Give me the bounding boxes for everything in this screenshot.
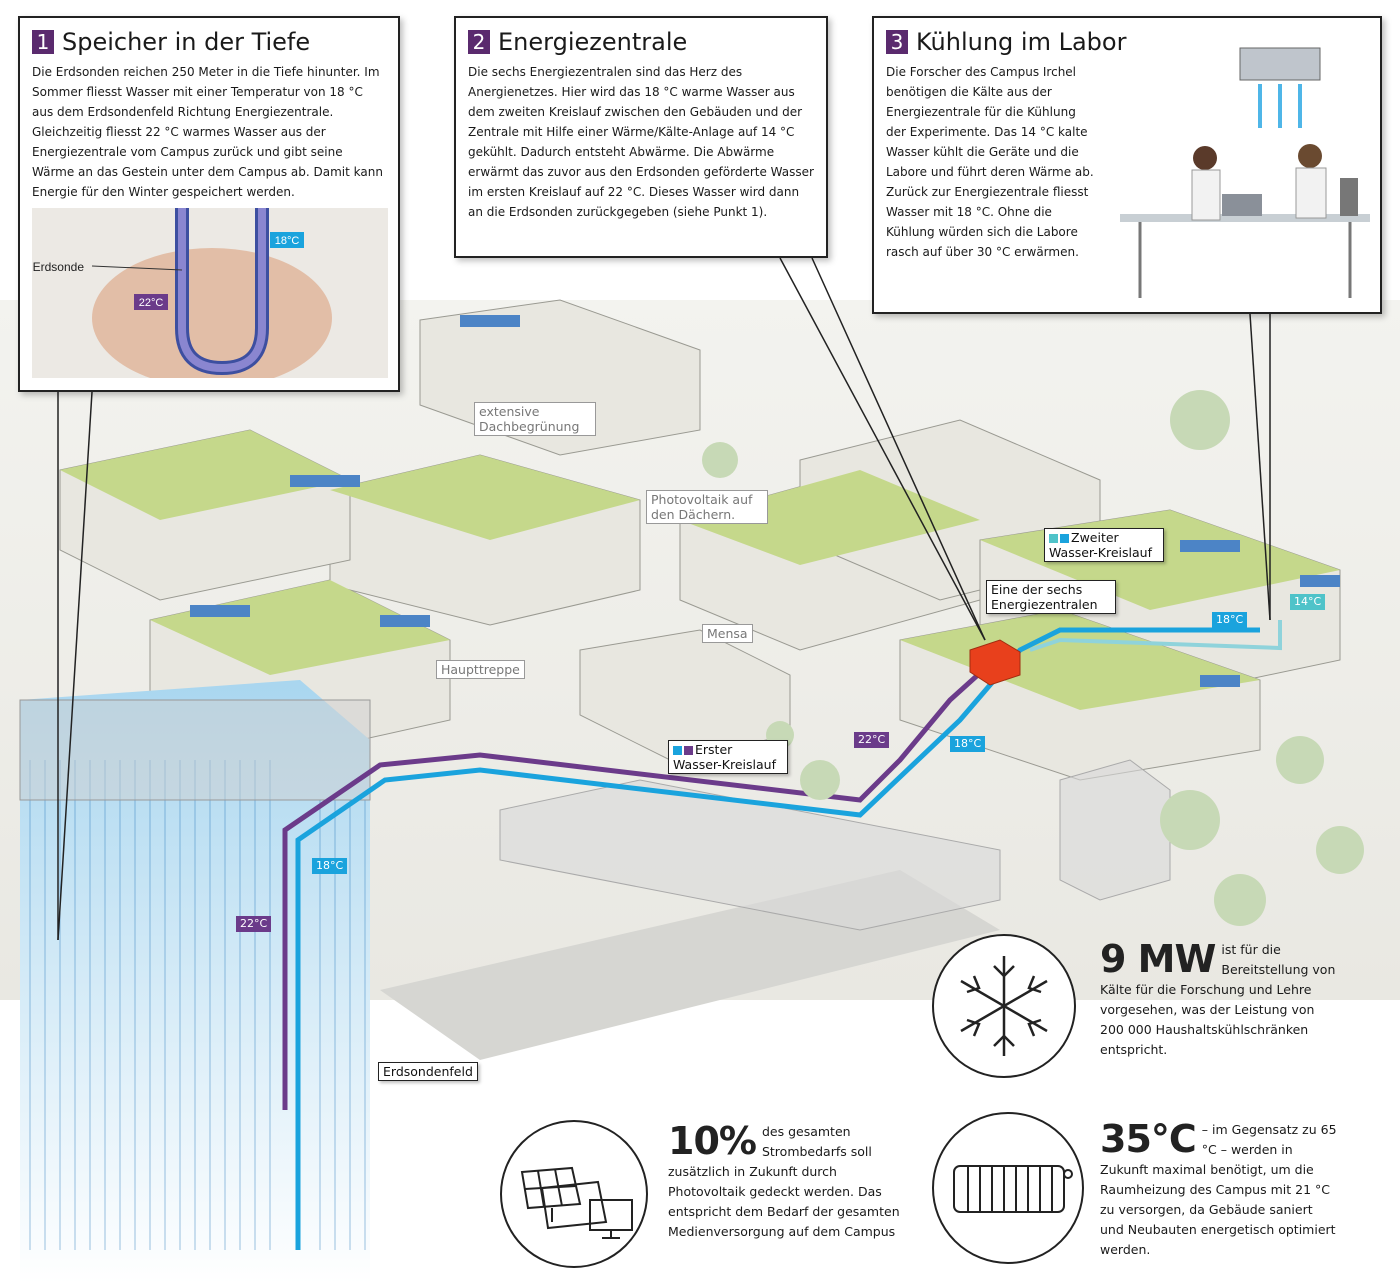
box-title-text: Kühlung im Labor: [916, 28, 1127, 56]
label-first-loop-text: Erster Wasser-Kreislauf: [673, 742, 776, 772]
temp-tag-14: 14°C: [1290, 594, 1326, 610]
stat-value: 35°C: [1100, 1117, 1197, 1161]
info-box-storage: 1 Speicher in der Tiefe Die Erdsonden re…: [18, 16, 400, 392]
label-green-roof: extensive Dachbegrünung: [474, 402, 596, 436]
stat-text: ist für die Bereitstellung von Kälte für…: [1100, 942, 1336, 1057]
temp-tag-22-center: 22°C: [854, 732, 890, 748]
label-main-stairs: Haupttreppe: [436, 660, 525, 679]
temp-tag-18-field: 18°C: [312, 858, 348, 874]
box-title-text: Speicher in der Tiefe: [62, 28, 311, 56]
probe-diagram: Erdsonde 18°C 22°C: [32, 208, 388, 378]
box-text: Die Forscher des Campus Irchel benötigen…: [886, 65, 1094, 259]
box-number: 1: [32, 30, 54, 54]
temp-warm-label: 22°C: [139, 297, 164, 309]
temp-tag-18-right: 18°C: [1212, 612, 1248, 628]
box-text: Die sechs Energiezentralen sind das Herz…: [468, 65, 814, 219]
stat-cooling-power: 9 MW ist für die Bereitstellung von Kält…: [1100, 940, 1340, 1060]
label-probe-field: Erdsondenfeld: [378, 1062, 478, 1081]
solar-panel-icon: [500, 1120, 648, 1268]
box-title: 3 Kühlung im Labor: [886, 28, 1368, 56]
label-mensa: Mensa: [702, 624, 753, 643]
label-photovoltaic: Photovoltaik auf den Dächern.: [646, 490, 768, 524]
temp-cold-label: 18°C: [275, 235, 300, 247]
stat-value: 10%: [668, 1119, 757, 1163]
label-second-loop: Zweiter Wasser-Kreislauf: [1044, 528, 1164, 562]
box-number: 3: [886, 30, 908, 54]
label-second-loop-text: Zweiter Wasser-Kreislauf: [1049, 530, 1152, 560]
box-title-text: Energiezentrale: [498, 28, 688, 56]
stat-text: – im Gegensatz zu 65 °C – werden in Zuku…: [1100, 1122, 1337, 1257]
info-box-lab-cooling: 3 Kühlung im Labor Die Forscher des Camp…: [872, 16, 1382, 314]
temp-tag-22-field: 22°C: [236, 916, 272, 932]
stat-heating-temp: 35°C – im Gegensatz zu 65 °C – werden in…: [1100, 1120, 1340, 1260]
stat-photovoltaic: 10% des gesamten Strombedarfs soll zusät…: [668, 1122, 906, 1242]
temp-tag-18-center: 18°C: [950, 736, 986, 752]
box-text: Die Erdsonden reichen 250 Meter in die T…: [32, 65, 383, 199]
info-box-energy-central: 2 Energiezentrale Die sechs Energiezentr…: [454, 16, 828, 258]
box-number: 2: [468, 30, 490, 54]
box-title: 2 Energiezentrale: [468, 28, 814, 56]
lab-illustration: [1120, 47, 1370, 298]
probe-label: Erdsonde: [33, 260, 85, 274]
stat-value: 9 MW: [1100, 937, 1216, 981]
radiator-icon: [932, 1112, 1084, 1264]
snowflake-icon: [932, 934, 1076, 1078]
box-title: 1 Speicher in der Tiefe: [32, 28, 386, 56]
label-energy-central: Eine der sechs Energiezentralen: [986, 580, 1116, 614]
label-first-loop: Erster Wasser-Kreislauf: [668, 740, 788, 774]
stat-text: des gesamten Strombedarfs soll zusätzlic…: [668, 1124, 900, 1239]
